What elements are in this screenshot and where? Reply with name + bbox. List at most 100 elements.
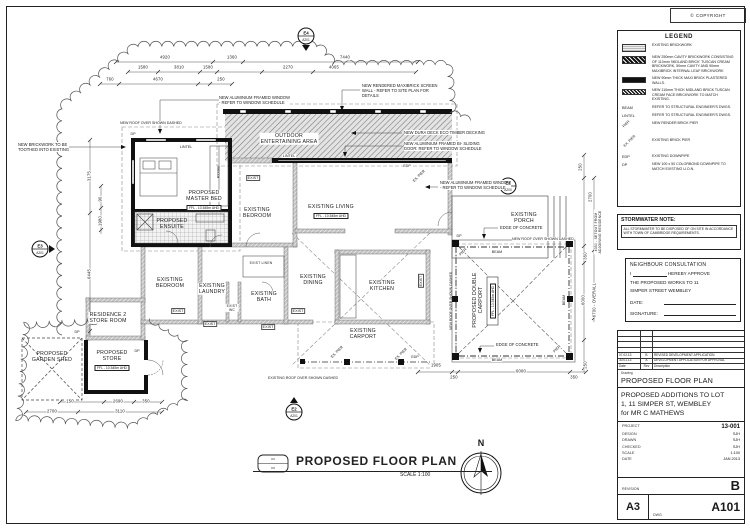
- room-label-proposed-store: PROPOSED STORE: [95, 349, 129, 363]
- legend-item-ex-pier: EX. PIER EXISTING BRICK PIER: [622, 134, 736, 151]
- field-value: 1:100: [730, 450, 740, 455]
- legend-item-lintel: LINTEL REFER TO STRUCTURAL ENGINEER'S DW…: [622, 113, 736, 118]
- north-label: N: [477, 438, 485, 448]
- legend-text: EXISTING DOWNPIPE: [652, 153, 690, 158]
- dim: 3175: [86, 170, 93, 182]
- dim: 1360: [226, 54, 238, 61]
- dim: 6000: [580, 294, 587, 306]
- field-value: SJH: [732, 438, 740, 443]
- note-edge-of-concrete-top: EDGE OF CONCRETE: [500, 225, 543, 231]
- neighbour-title: NEIGHBOUR CONSULTATION: [630, 262, 707, 268]
- copyright-box: © COPYRIGHT: [670, 8, 746, 23]
- legend-item-dp: DP NEW 100 x 50 COLORBOND DOWNPIPE TO MA…: [622, 162, 736, 171]
- dim: 350: [582, 251, 589, 261]
- field-scale: SCALE 1:100: [622, 451, 740, 455]
- project-description: PROPOSED ADDITIONS TO LOT 1, 11 SIMPER S…: [618, 388, 744, 423]
- marker-e3-sheet: A201: [36, 251, 44, 255]
- dwg-number-box: DWG A101: [649, 495, 744, 519]
- garden-shed-outline: [21, 337, 83, 401]
- stormwater-title: STORMWATER NOTE:: [621, 217, 676, 223]
- dim: 6000: [515, 368, 527, 375]
- dim: 1580: [202, 64, 214, 71]
- existing-walls: [85, 157, 453, 341]
- dim: 6445: [86, 268, 93, 280]
- marker-e4-sheet: A201: [302, 38, 310, 42]
- dim: 3810: [173, 64, 185, 71]
- field-label: DESIGN: [622, 432, 637, 437]
- marker-e2-id: E2: [291, 406, 297, 411]
- neighbour-signature-row: SIGNATURE:: [630, 310, 736, 316]
- date-blank-field[interactable]: [664, 299, 736, 306]
- tag-lintel-2: LINTEL: [282, 154, 296, 158]
- dim: 1580: [137, 64, 149, 71]
- marker-e1-id: E1: [505, 180, 511, 185]
- note-toothed-brickwork: NEW BRICKWORK TO BE TOOTHED INTO EXISTIN…: [18, 142, 70, 153]
- dim: 1980: [97, 215, 104, 227]
- ffl-label-living: FFL - 10.545m AHD: [313, 213, 349, 219]
- room-label-residence2-store-room: RESIDENCE 2 STORE ROOM: [88, 311, 128, 325]
- revision-header-date: Date: [618, 364, 641, 369]
- dim: 760: [105, 76, 115, 83]
- field-date: DATE JAN 2013: [622, 457, 740, 461]
- name-blank-field[interactable]: [632, 271, 667, 278]
- tag-edp-2: EDP: [410, 355, 420, 359]
- tag-exist-2: EXIST: [171, 308, 185, 314]
- title-block-fields: PROJECT 13-001 DESIGN SJH DRAWN SJH CHEC…: [618, 422, 744, 477]
- tag-exist-6: EXIST: [418, 274, 424, 288]
- dim: 2690: [112, 398, 124, 405]
- swatch-face-brickwork: [622, 89, 646, 96]
- revision-description: DEVELOPMENT APPLICATION FOR APPROVAL: [654, 358, 725, 363]
- neighbour-date-row: DATE:: [630, 299, 736, 306]
- legend-text: EXISTING BRICKWORK: [652, 43, 692, 47]
- legend-text: NEW 90mm THICK MAXI BRICK PLASTERED WALL…: [652, 76, 728, 85]
- tag-dp-2: DP: [133, 349, 141, 353]
- drawing-title: PROPOSED FLOOR PLAN: [621, 375, 714, 385]
- legend-item-maxi-brick-walls: NEW 90mm THICK MAXI BRICK PLASTERED WALL…: [622, 76, 736, 85]
- plan-title-bubble: [253, 454, 492, 473]
- field-checked: CHECKED SJH: [622, 445, 740, 449]
- revision-row-empty: [618, 347, 744, 353]
- tag-exist-5: EXIST: [291, 308, 305, 314]
- existing-carport: [300, 359, 432, 365]
- field-value: JAN 2013: [723, 457, 740, 461]
- dwg-label: DWG: [653, 513, 662, 517]
- field-label: SCALE: [622, 450, 635, 455]
- room-label-proposed-master-bed: PROPOSED MASTER BED: [185, 189, 223, 203]
- dim: 4920: [159, 54, 171, 61]
- legend-text: NEW 110mm THICK MIDLAND BRICK TUSCAN CRE…: [652, 88, 730, 102]
- room-label-existing-laundry: EXISTING LAUNDRY: [197, 282, 227, 296]
- tag-dp-3: DP: [455, 234, 463, 238]
- revision-date: 07.02.13: [618, 353, 641, 358]
- leader-arrowheads: [121, 106, 486, 353]
- stormwater-body: ALL STORMWATER TO BE DISPOSED OF ON SITE…: [621, 224, 737, 239]
- room-label-existing-porch: EXISTING PORCH: [510, 211, 538, 225]
- tag-beam-bottom: BEAM: [491, 358, 503, 362]
- dim-overall: 6700 - OVERALL: [591, 282, 598, 318]
- sheet-size: A3: [618, 495, 649, 519]
- legend-text: REFER TO STRUCTURAL ENGINEER'S DWGS.: [652, 105, 732, 110]
- dim: 150: [65, 398, 75, 405]
- legend-text: EXISTING BRICK PIER: [652, 137, 691, 142]
- legend-item-existing-brickwork: EXISTING BRICKWORK: [622, 43, 736, 52]
- room-label-robe: ROBE: [215, 165, 221, 179]
- revision-description: REVISED DEVELOPMENT APPLICATION: [654, 353, 715, 357]
- room-label-existing-bedroom-2: EXISTING BEDROOM: [154, 276, 186, 290]
- note-new-roof-dashed-carport: NEW ROOF OVER SHOWN DASHED: [512, 237, 574, 242]
- revision-row-empty: [618, 336, 744, 342]
- revision-letter: A: [641, 358, 653, 364]
- tag-exist-4: EXIST: [261, 324, 275, 330]
- neighbour-i: I: [630, 271, 632, 276]
- room-label-existing-bath: EXISTING BATH: [250, 290, 278, 304]
- tag-edp-1: EDP: [402, 164, 412, 168]
- room-label-exist-wc: EXIST WC: [225, 303, 239, 313]
- signature-blank-field[interactable]: [664, 310, 736, 316]
- revision-cloud-top-left: [56, 40, 471, 336]
- legend-text: NEW RENDER BRICK PIER: [652, 121, 698, 126]
- dim: 2700: [587, 191, 594, 203]
- tag-exist-1: EXIST: [246, 175, 260, 181]
- stormwater-note-box: STORMWATER NOTE: ALL STORMWATER TO BE DI…: [617, 214, 741, 250]
- room-label-proposed-garden-shed: PROPOSED GARDEN SHED: [31, 350, 73, 363]
- ensuite-fixtures: [136, 213, 225, 242]
- field-value: SJH: [732, 432, 740, 437]
- dim: 3110: [114, 408, 126, 415]
